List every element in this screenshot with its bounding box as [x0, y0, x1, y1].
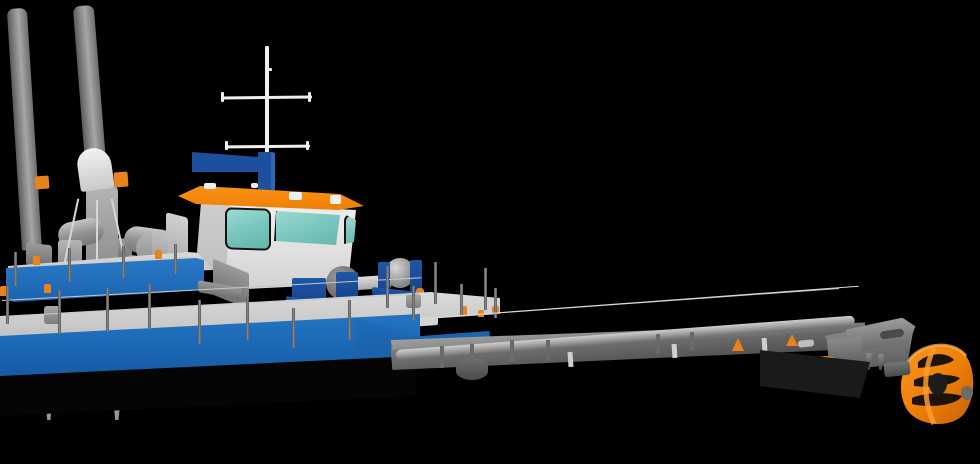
deck-fitting-5 [460, 306, 467, 315]
mast-top-light [267, 68, 272, 71]
rail-stanchion-11 [434, 262, 437, 304]
mast-upper-spar-cap-left [221, 92, 224, 102]
davit-arm [192, 152, 272, 172]
winch-fitting-3 [416, 288, 424, 297]
mast-column [265, 46, 269, 198]
mast-lower-spar [225, 144, 311, 149]
rail-stanchion-5 [198, 300, 201, 344]
exhaust-cowl [75, 145, 115, 193]
ladder-crossmember-3 [510, 340, 514, 362]
winch-2-frame [336, 272, 358, 300]
davit-column-highlight [271, 153, 275, 199]
ladder-crossmember-2 [470, 344, 474, 366]
pipe-flange-3 [671, 343, 678, 359]
cutter-head-basket [894, 336, 978, 428]
mast-upper-spar-cap-right [308, 92, 311, 102]
roof-light-2 [289, 192, 302, 200]
cutter-head-svg [900, 343, 974, 426]
roof-light-3 [330, 195, 341, 204]
starboard-spud-collar [113, 171, 129, 188]
cutter-tooth-3 [866, 353, 872, 370]
wheelhouse-window-front [274, 211, 340, 245]
rail-stanchion-2 [58, 290, 61, 334]
roof-light-4 [251, 183, 258, 188]
pipe-flange-2 [567, 351, 574, 368]
rail-stanchion-14 [494, 288, 497, 318]
rail-stanchion-aft-3 [122, 246, 125, 278]
deck-fitting-9 [155, 250, 162, 259]
rail-stanchion-aft-1 [14, 252, 17, 286]
cutter-tooth-4 [878, 354, 884, 370]
rail-stanchion-7 [292, 308, 295, 348]
ladder-crossmember-5 [656, 334, 660, 354]
mast-lower-spar-cap-right [306, 141, 309, 150]
cutter-drive-shaft [883, 360, 911, 378]
deck-fitting-8 [33, 256, 40, 265]
mast-lower-spar-cap-left [225, 141, 228, 150]
scene-title: Cutter Suction Dredger [0, 0, 1, 1]
pipe-flange-4 [761, 337, 768, 352]
rail-stanchion-10 [412, 286, 415, 320]
rail-stanchion-1 [6, 286, 9, 324]
suction-pipe-sleeve [456, 358, 488, 380]
rail-stanchion-12 [460, 284, 463, 316]
port-spud-collar [34, 175, 50, 190]
roof-light-1 [204, 183, 216, 189]
port-spud-pole [6, 7, 42, 251]
ladder-crossmember-6 [690, 332, 694, 350]
rail-stanchion-aft-4 [174, 244, 177, 274]
rail-stanchion-9 [386, 266, 389, 308]
ladder-crossmember-1 [440, 346, 444, 368]
winch-2-pedestal-r [410, 260, 422, 292]
deck-bollard-1 [44, 306, 60, 324]
rail-stanchion-13 [484, 268, 487, 310]
rail-stanchion-3 [106, 288, 109, 332]
deck-fitting-2 [44, 284, 51, 293]
stack-strut-c [96, 200, 98, 266]
davit-column [258, 152, 274, 200]
rail-stanchion-8 [348, 300, 351, 340]
rail-stanchion-4 [148, 284, 151, 328]
deck-fitting-1 [0, 286, 8, 296]
wheelhouse-window-side [225, 207, 271, 251]
rail-stanchion-6 [246, 296, 249, 340]
rail-stanchion-aft-2 [68, 248, 71, 282]
ladder-crossmember-4 [546, 340, 550, 360]
